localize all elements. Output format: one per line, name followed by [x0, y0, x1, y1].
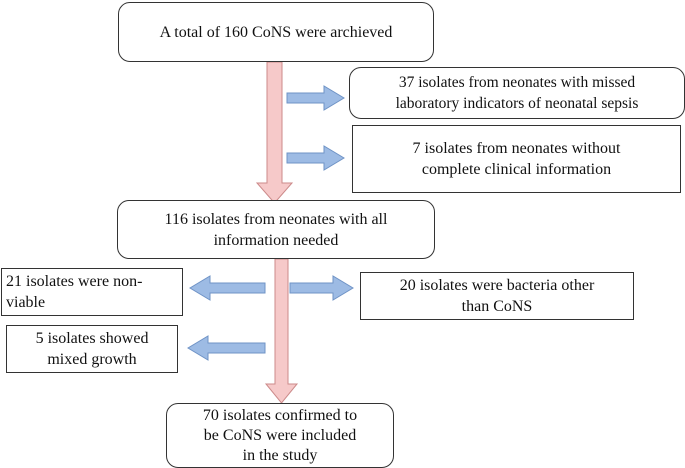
- other-bacteria-text: 20 isolates were bacteria other than CoN…: [399, 277, 595, 315]
- missed-indicators-text: 37 isolates from neonates with missed la…: [395, 74, 639, 112]
- final-box: 70 isolates confirmed to be CoNS were in…: [166, 403, 394, 468]
- side-arrow-missed-indicators: [286, 85, 345, 111]
- start-box: A total of 160 CoNS were archieved: [118, 2, 434, 62]
- no-clinical-info-text: 7 isolates from neonates without complet…: [412, 140, 621, 178]
- non-viable-box: 21 isolates were non- viable: [1, 268, 183, 316]
- side-arrow-mixed-growth: [187, 335, 266, 361]
- mixed-growth-text: 5 isolates showed mixed growth: [35, 330, 149, 368]
- main-arrow-2: [264, 258, 299, 404]
- mid-box: 116 isolates from neonates with all info…: [117, 200, 435, 259]
- no-clinical-info-box: 7 isolates from neonates without complet…: [352, 125, 681, 193]
- missed-indicators-box: 37 isolates from neonates with missed la…: [349, 67, 685, 119]
- non-viable-text: 21 isolates were non- viable: [6, 273, 143, 311]
- mixed-growth-box: 5 isolates showed mixed growth: [6, 325, 178, 373]
- mid-text: 116 isolates from neonates with all info…: [164, 210, 388, 249]
- side-arrow-no-clinical-info: [286, 145, 345, 171]
- final-text: 70 isolates confirmed to be CoNS were in…: [202, 406, 358, 464]
- side-arrow-other-bacteria: [289, 275, 354, 301]
- other-bacteria-box: 20 isolates were bacteria other than CoN…: [360, 272, 634, 320]
- side-arrow-non-viable: [189, 275, 266, 301]
- start-text: A total of 160 CoNS were archieved: [159, 23, 393, 41]
- main-arrow-1: [255, 61, 294, 204]
